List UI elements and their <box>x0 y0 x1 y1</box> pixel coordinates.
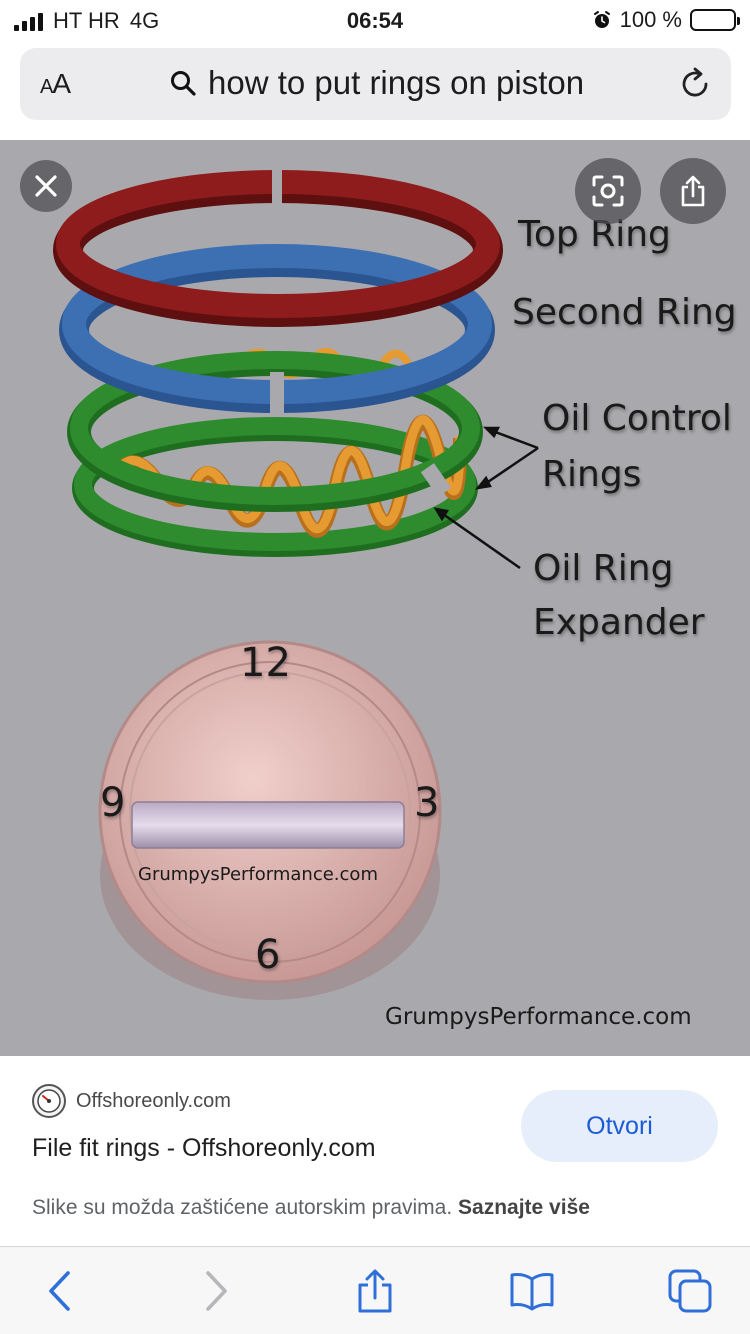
open-button[interactable]: Otvori <box>521 1090 718 1162</box>
clock: 06:54 <box>346 8 404 33</box>
lens-icon <box>592 175 624 207</box>
oil-control-ring-lower <box>72 417 478 557</box>
watermark-corner: GrumpysPerformance.com <box>385 1004 692 1030</box>
bookmarks-button[interactable] <box>508 1267 556 1315</box>
tabs-icon <box>668 1269 712 1313</box>
watermark-piston: GrumpysPerformance.com <box>138 864 378 885</box>
tabs-button[interactable] <box>666 1267 714 1315</box>
status-bar: HT HR 4G 06:54 100 % <box>0 0 750 44</box>
search-query: how to put rings on piston <box>208 64 585 101</box>
forward-button[interactable] <box>192 1267 240 1315</box>
lens-search-button[interactable] <box>575 158 641 224</box>
battery-percent: 100 % <box>619 7 682 32</box>
label-oil-ring: Oil Ring <box>533 548 674 589</box>
reload-icon[interactable] <box>677 66 713 102</box>
second-ring <box>59 244 495 414</box>
chevron-right-icon <box>206 1271 227 1311</box>
share-icon <box>681 175 705 207</box>
result-title[interactable]: File fit rings - Offshoreonly.com <box>32 1134 376 1162</box>
status-right: 100 % <box>592 7 740 33</box>
copyright-notice: Slike su možda zaštićene autorskim pravi… <box>32 1196 590 1220</box>
label-oil-control: Oil Control <box>542 398 732 439</box>
book-icon <box>510 1273 554 1311</box>
learn-more-link[interactable]: Saznajte više <box>458 1196 590 1219</box>
clock-label-6: 6 <box>255 932 281 978</box>
signal-icon <box>14 11 43 31</box>
battery-icon <box>690 9 740 31</box>
piston-rings-diagram <box>53 170 539 1000</box>
chevron-left-icon <box>49 1271 70 1311</box>
magnifier-icon <box>171 71 196 96</box>
back-button[interactable] <box>36 1267 84 1315</box>
callout-arrows <box>433 426 539 570</box>
close-icon <box>35 175 57 197</box>
text-size-button[interactable]: AA <box>40 68 71 99</box>
safari-toolbar <box>0 1246 750 1334</box>
network-type: 4G <box>129 8 160 33</box>
clock-label-3: 3 <box>414 780 440 826</box>
gauge-icon <box>32 1084 66 1118</box>
copyright-text: Slike su možda zaštićene autorskim pravi… <box>32 1196 453 1219</box>
share-icon <box>358 1269 392 1313</box>
label-second-ring: Second Ring <box>512 292 737 333</box>
alarm-clock-icon <box>593 11 610 28</box>
clock-label-9: 9 <box>100 780 126 826</box>
address-bar[interactable]: AA how to put rings on piston <box>20 48 731 120</box>
label-rings: Rings <box>542 454 642 495</box>
carrier-name: HT HR <box>53 8 120 33</box>
share-image-button[interactable] <box>660 158 726 224</box>
status-left: HT HR 4G <box>14 8 159 34</box>
label-expander: Expander <box>533 602 705 643</box>
site-row[interactable]: Offshoreonly.com <box>32 1084 231 1118</box>
top-ring <box>53 170 503 327</box>
search-field[interactable]: how to put rings on piston <box>170 64 584 102</box>
close-viewer-button[interactable] <box>20 160 72 212</box>
piston-top-view <box>98 640 442 1000</box>
result-card: Offshoreonly.com File fit rings - Offsho… <box>0 1056 750 1246</box>
share-button[interactable] <box>351 1267 399 1315</box>
clock-label-12: 12 <box>240 640 291 686</box>
site-name: Offshoreonly.com <box>76 1089 231 1112</box>
oil-control-ring-upper <box>67 351 483 512</box>
image-viewer: Top Ring Second Ring Oil Control Rings O… <box>0 140 750 1056</box>
